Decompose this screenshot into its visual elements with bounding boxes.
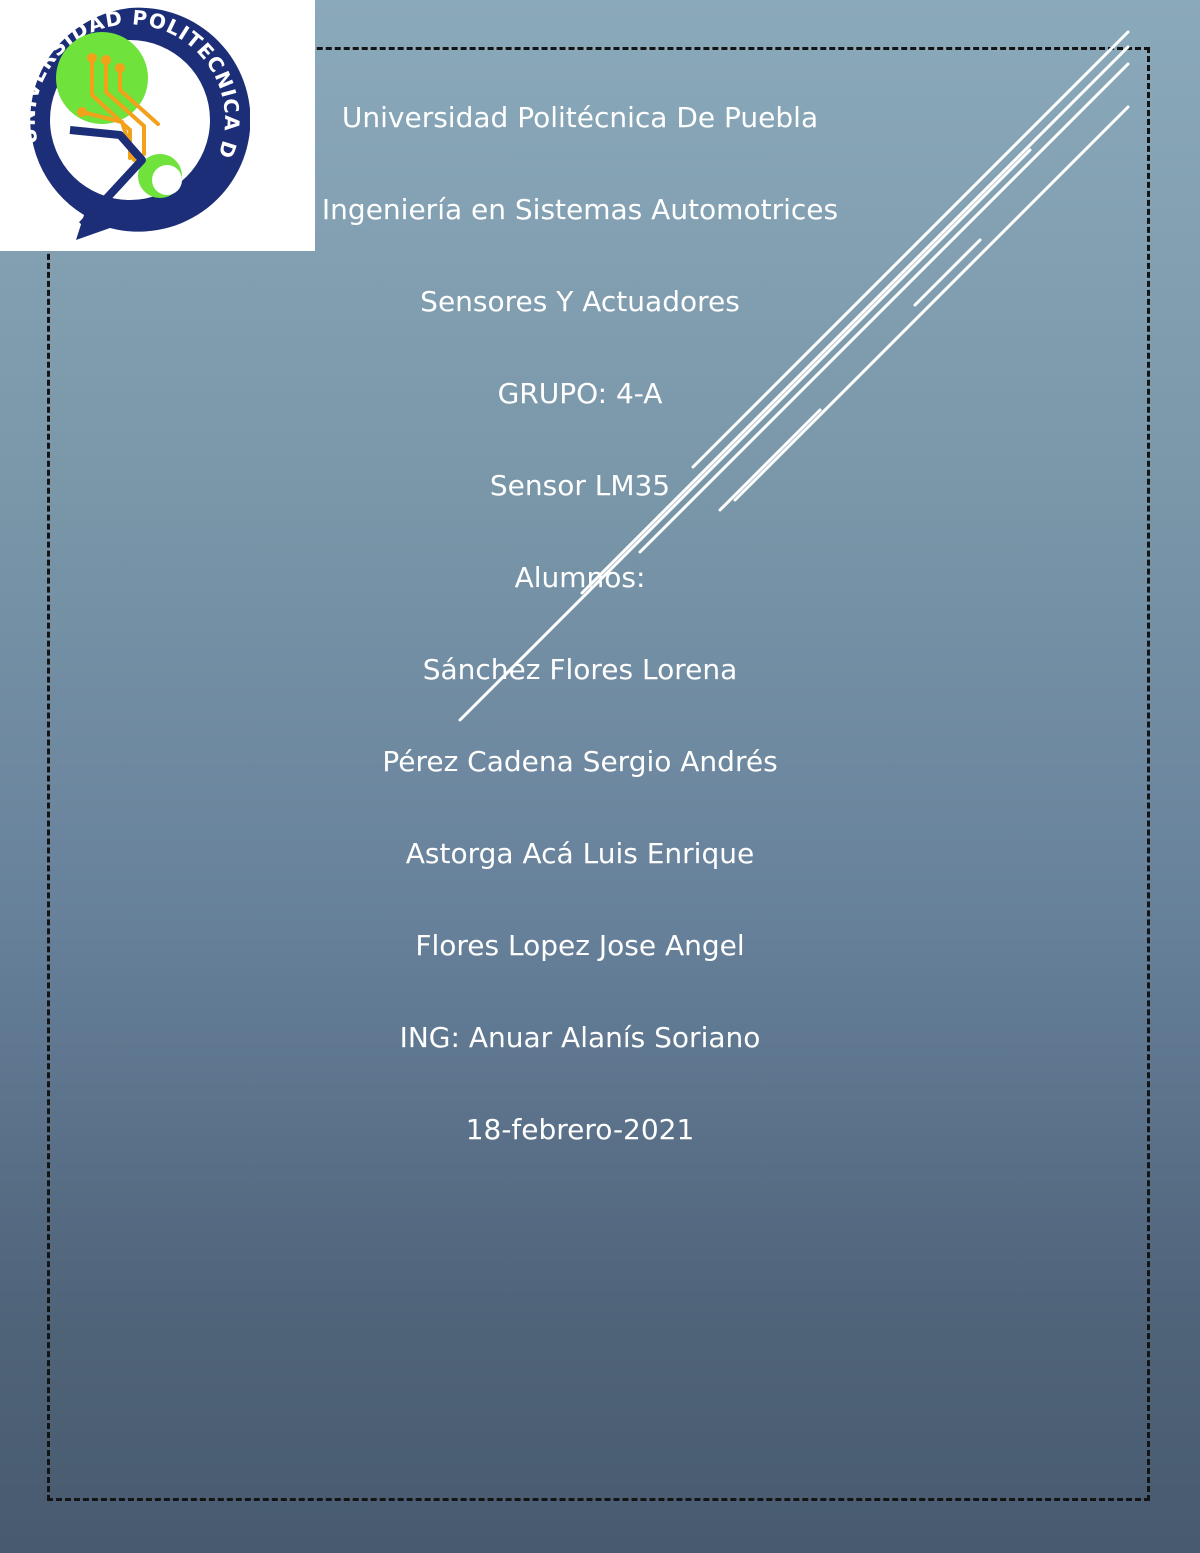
group-label: GRUPO: 4-A xyxy=(497,377,663,410)
university-seal-icon: UNIVERSIDAD POLITECNICA DE PUEBLA xyxy=(10,0,250,240)
student-name: Sánchez Flores Lorena xyxy=(422,653,738,686)
topic-title: Sensor LM35 xyxy=(489,469,671,502)
student-name: Pérez Cadena Sergio Andrés xyxy=(382,745,778,778)
career-name: Ingeniería en Sistemas Automotrices xyxy=(321,193,839,226)
student-name: Astorga Acá Luis Enrique xyxy=(405,837,755,870)
teacher-name: ING: Anuar Alanís Soriano xyxy=(399,1021,761,1054)
students-heading: Alumnos: xyxy=(514,561,646,594)
subject-name: Sensores Y Actuadores xyxy=(420,285,740,318)
university-logo: UNIVERSIDAD POLITECNICA DE PUEBLA xyxy=(0,0,315,251)
university-name: Universidad Politécnica De Puebla xyxy=(341,101,819,134)
document-date: 18-febrero-2021 xyxy=(465,1113,695,1146)
student-name: Flores Lopez Jose Angel xyxy=(415,929,745,962)
